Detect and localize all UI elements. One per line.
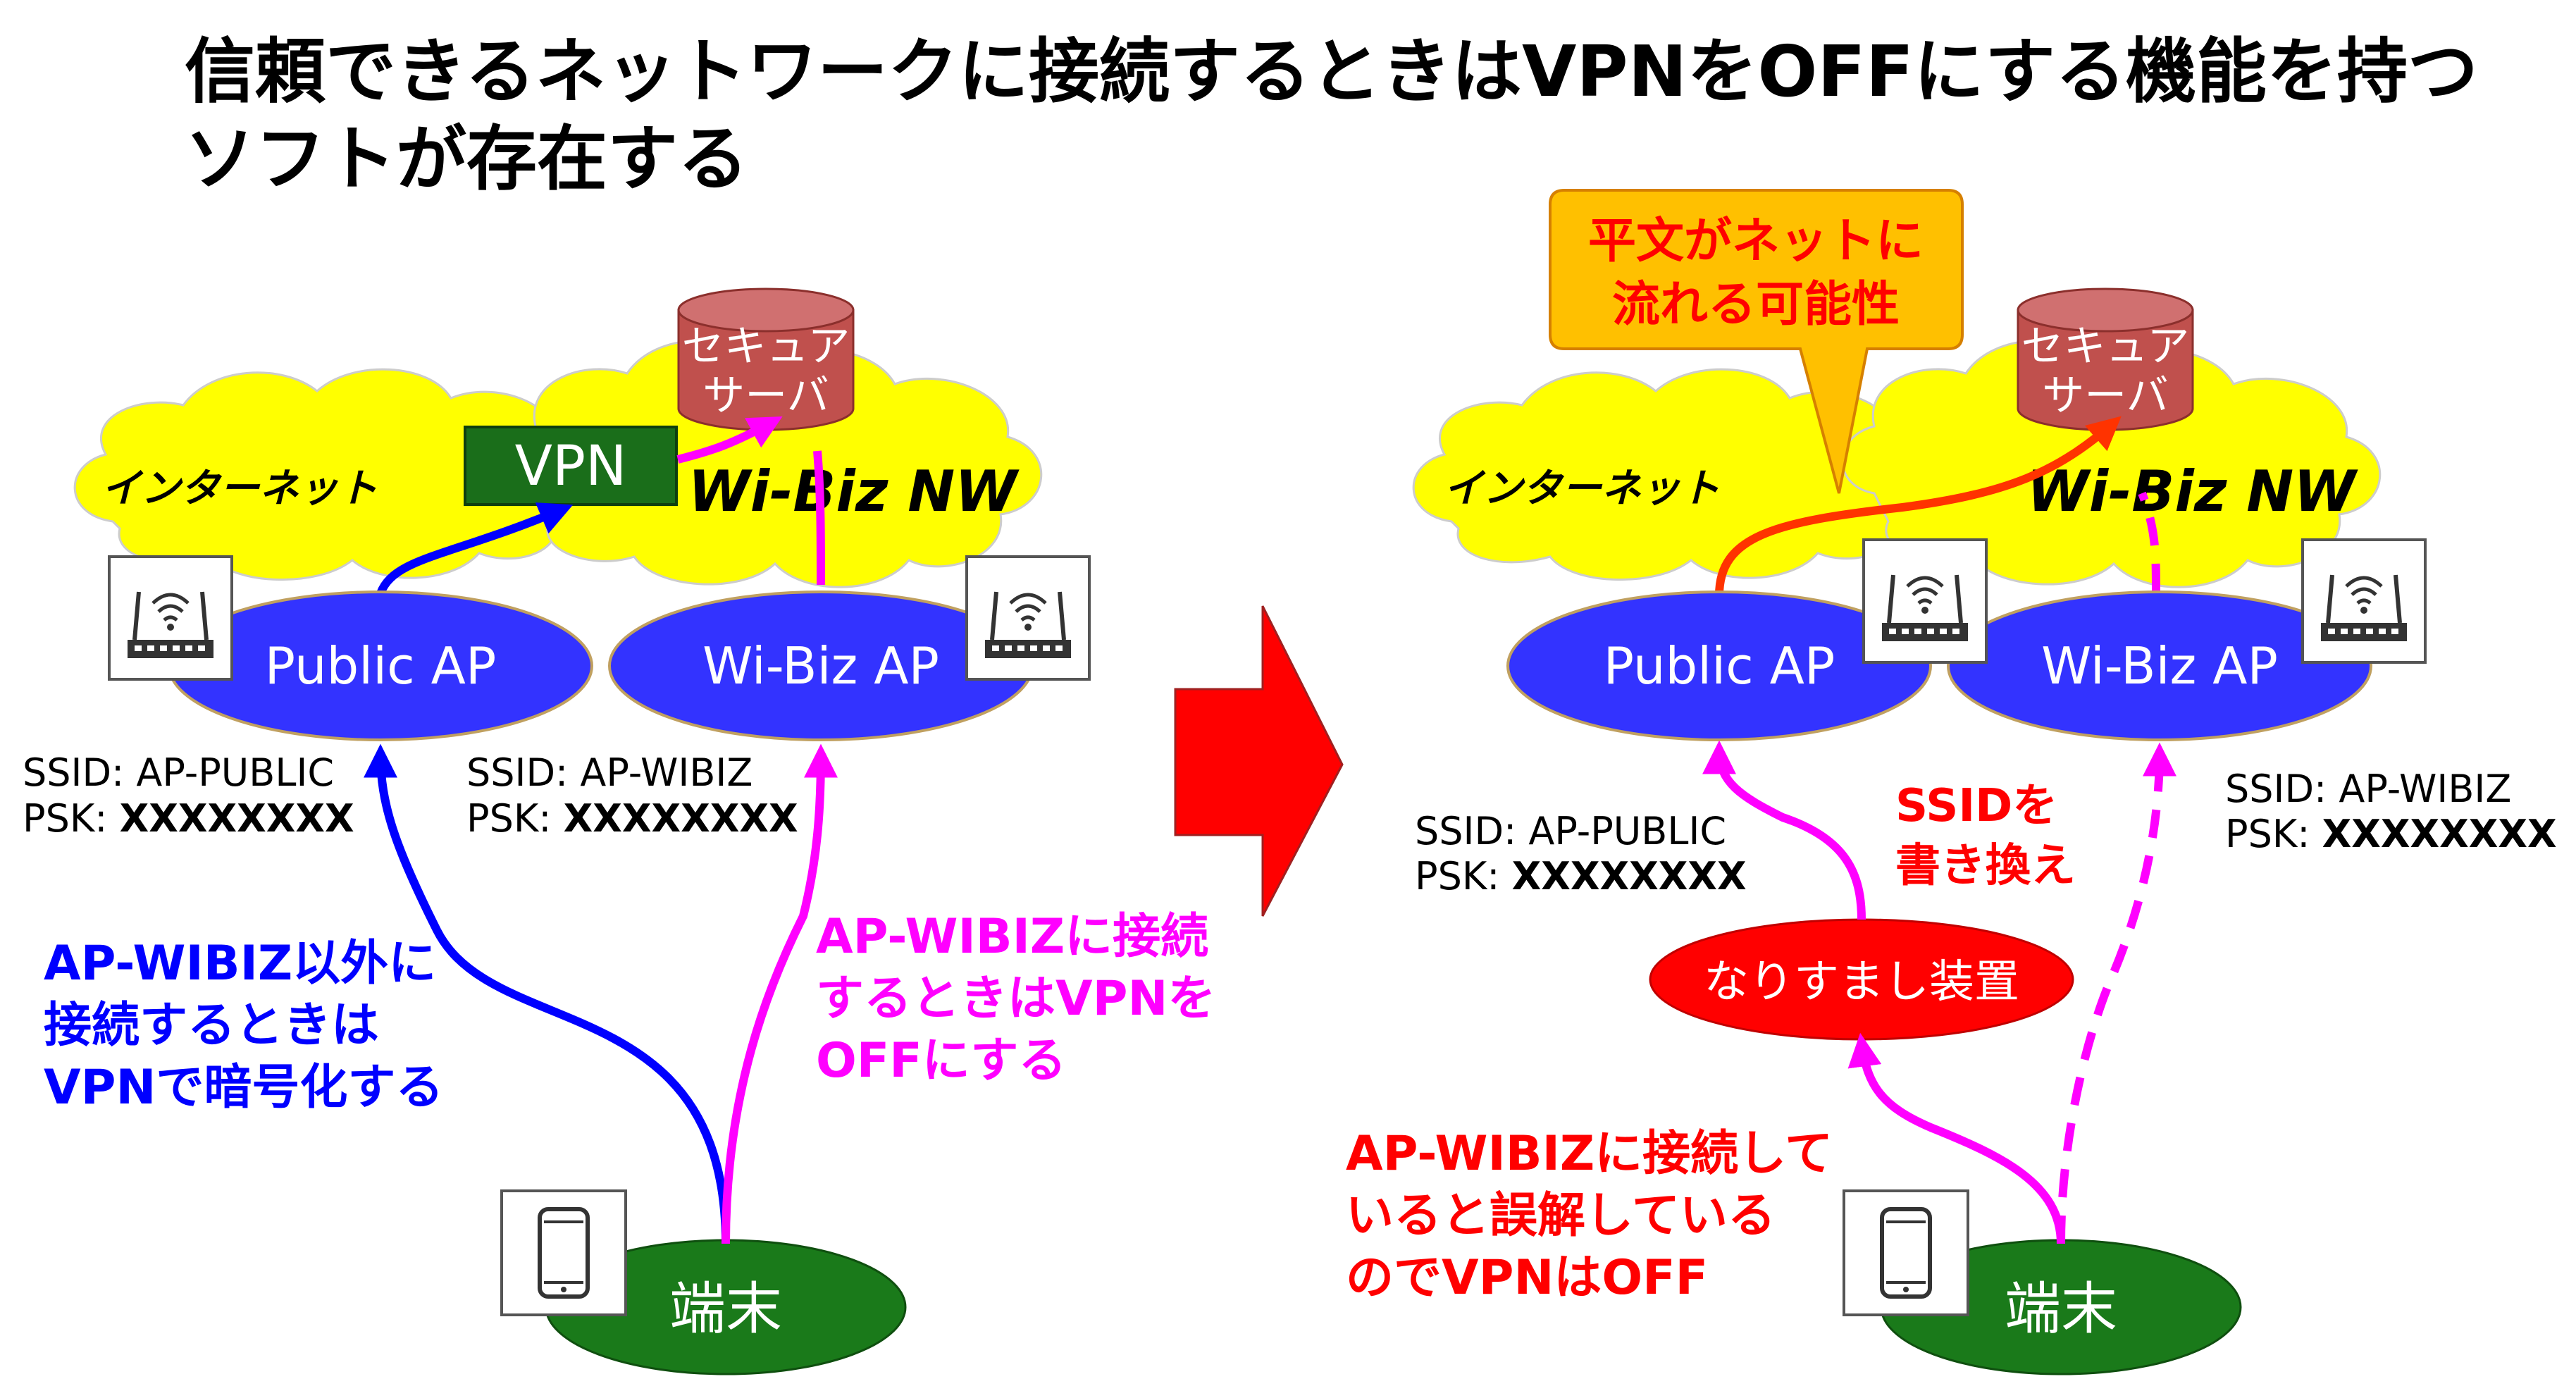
- magenta-note-1: AP-WIBIZに接続: [816, 909, 1208, 965]
- internet-label-right: インターネット: [1444, 466, 1720, 512]
- red-note-2: いると誤解している: [1346, 1188, 1776, 1244]
- secure-server-label-2: サーバ: [702, 371, 829, 421]
- title-line-2: ソフトが存在する: [185, 118, 748, 200]
- psk-label: PSK:: [2225, 812, 2322, 856]
- phone-icon: [502, 1191, 626, 1315]
- wibiz-ap-dashed-line: [2138, 491, 2160, 593]
- wibiz-ap-label-right: Wi-Biz AP: [2041, 636, 2278, 695]
- ssid-wibiz-left: SSID: AP-WIBIZ: [466, 750, 753, 795]
- secure-server-right: セキュア サーバ: [2017, 287, 2194, 431]
- ssid-wibiz-right: SSID: AP-WIBIZ: [2225, 767, 2511, 811]
- left-panel: インターネット Wi-Biz NW セキュア サーバ VPN Public AP: [23, 287, 1215, 1375]
- wibiz-ap-label-left: Wi-Biz AP: [702, 636, 939, 695]
- callout-line-2: 流れる可能性: [1612, 277, 1900, 333]
- public-ap-label-right: Public AP: [1604, 636, 1835, 695]
- red-note-1: AP-WIBIZに接続して: [1346, 1126, 1833, 1182]
- red-note-3: のでVPNはOFF: [1346, 1250, 1708, 1306]
- vpn-to-server-arrow: [676, 416, 783, 464]
- wibiz-nw-label-right: Wi-Biz NW: [2027, 459, 2359, 524]
- psk-value: XXXXXXXX: [564, 796, 798, 841]
- spoofer-label: なりすまし装置: [1704, 956, 2019, 1008]
- vpn-label: VPN: [515, 435, 627, 498]
- magenta-note-2: するときはVPNを: [816, 971, 1215, 1027]
- wibiz-nw-label-left: Wi-Biz NW: [688, 459, 1020, 524]
- wibiz-ap-right: [1947, 590, 2372, 741]
- terminal-to-spoofer-arrow: [1847, 1032, 2065, 1244]
- secure-server-label-1: セキュア: [2021, 322, 2190, 371]
- psk-label: PSK:: [1415, 854, 1512, 898]
- router-icon: [109, 557, 232, 679]
- public-ap-right: [1506, 590, 1932, 741]
- plaintext-callout: 平文がネットに 流れる可能性: [1549, 189, 1964, 494]
- psk-public-left: PSK: XXXXXXXX: [23, 796, 354, 841]
- plaintext-flow-arrow: [1715, 416, 2122, 596]
- terminal-label-right: 端末: [2005, 1276, 2117, 1342]
- spoofer-to-public-ap-arrow: [1702, 740, 1866, 920]
- router-icon: [2303, 540, 2425, 662]
- psk-wibiz-right: PSK: XXXXXXXX: [2225, 812, 2557, 856]
- ssid-rewrite-2: 書き換え: [1895, 840, 2076, 892]
- wibiz-cloud-left: [502, 340, 1043, 588]
- title-line-1: 信頼できるネットワークに接続するときはVPNをOFFにする機能を持つ: [185, 30, 2479, 113]
- phone-icon: [1844, 1191, 1968, 1315]
- vpn-box: VPN: [464, 426, 678, 506]
- public-ap-label-left: Public AP: [265, 636, 497, 695]
- wibiz-ap-to-cloud-line: [813, 450, 825, 586]
- router-icon: [1864, 540, 1986, 662]
- wibiz-cloud-right: [1841, 340, 2382, 588]
- secure-server-label-1: セキュア: [682, 322, 850, 371]
- terminal-to-public-ap-arrow: [364, 743, 730, 1244]
- callout-line-1: 平文がネットに: [1588, 214, 1924, 269]
- terminal-to-wibiz-ap-dashed-arrow: [2057, 742, 2176, 1244]
- public-to-vpn-arrow: [376, 502, 574, 595]
- blue-note-1: AP-WIBIZ以外に: [44, 936, 436, 991]
- psk-value: XXXXXXXX: [2322, 812, 2557, 856]
- ssid-public-right: SSID: AP-PUBLIC: [1415, 809, 1726, 853]
- psk-label: PSK:: [23, 796, 120, 841]
- psk-value: XXXXXXXX: [1512, 854, 1747, 898]
- blue-note-3: VPNで暗号化する: [44, 1060, 443, 1115]
- terminal-to-wibiz-ap-arrow: [722, 743, 838, 1244]
- internet-label-left: インターネット: [101, 466, 378, 512]
- ssid-rewrite-1: SSIDを: [1895, 780, 2057, 832]
- psk-public-right: PSK: XXXXXXXX: [1415, 854, 1747, 898]
- magenta-note-3: OFFにする: [816, 1033, 1066, 1089]
- terminal-label-left: 端末: [669, 1276, 782, 1342]
- psk-label: PSK:: [466, 796, 564, 841]
- ssid-public-left: SSID: AP-PUBLIC: [23, 750, 334, 795]
- secure-server-label-2: サーバ: [2042, 371, 2168, 421]
- psk-wibiz-left: PSK: XXXXXXXX: [466, 796, 798, 841]
- psk-value: XXXXXXXX: [120, 796, 354, 841]
- blue-note-2: 接続するときは: [44, 998, 379, 1053]
- right-panel: インターネット Wi-Biz NW セキュア サーバ 平文がネットに 流れる可能…: [1346, 189, 2557, 1375]
- secure-server-left: セキュア サーバ: [677, 287, 855, 431]
- router-icon: [967, 557, 1089, 679]
- page-title: 信頼できるネットワークに接続するときはVPNをOFFにする機能を持つ ソフトが存…: [185, 28, 2510, 203]
- big-right-arrow: [1174, 605, 1344, 917]
